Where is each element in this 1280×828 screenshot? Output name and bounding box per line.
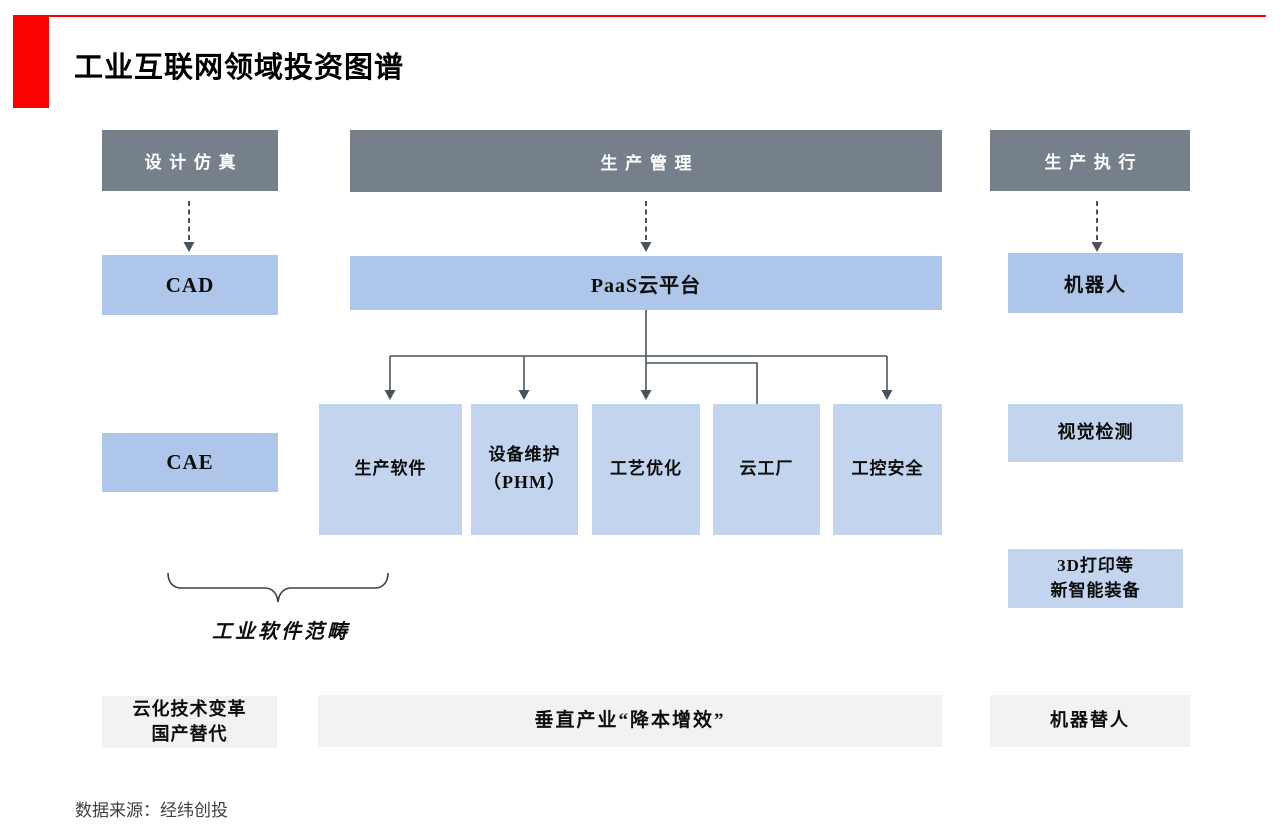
node-cloud-factory: 云工厂 <box>713 404 820 535</box>
arrowhead-icon <box>881 390 893 400</box>
node-visual-inspection: 视觉检测 <box>1008 404 1183 462</box>
theme-label-line2: 国产替代 <box>151 724 228 744</box>
header-production-management: 生产管理 <box>350 130 942 192</box>
node-process-optimization: 工艺优化 <box>592 404 700 535</box>
node-label: 设备维护 <box>488 445 561 465</box>
theme-cloud-tech-localization: 云化技术变革 国产替代 <box>102 696 277 748</box>
industrial-software-scope-label: 工业软件范畴 <box>212 621 350 643</box>
node-production-software: 生产软件 <box>319 404 462 535</box>
theme-label: 垂直产业“降本增效” <box>534 709 726 731</box>
data-source-note: 数据来源：经纬创投 <box>75 801 228 820</box>
arrowhead-icon <box>640 390 652 400</box>
node-label: 工艺优化 <box>610 459 682 479</box>
node-industrial-control-security: 工控安全 <box>833 404 942 535</box>
page-title: 工业互联网领域投资图谱 <box>74 52 405 84</box>
arrowhead-icon <box>183 242 195 252</box>
theme-label: 机器替人 <box>1050 710 1130 731</box>
node-paas-platform: PaaS云平台 <box>350 256 942 310</box>
arrowhead-icon <box>384 390 396 400</box>
theme-label: 云化技术变革 <box>132 698 247 719</box>
red-corner-mark <box>13 15 49 108</box>
theme-vertical-industry-efficiency: 垂直产业“降本增效” <box>318 695 942 747</box>
node-label: 3D打印等 <box>1057 555 1134 575</box>
arrowhead-icon <box>518 390 530 400</box>
header-design-simulation: 设计仿真 <box>102 130 278 191</box>
node-label: 云工厂 <box>739 459 794 479</box>
node-label: 生产软件 <box>354 459 427 479</box>
underbrace-icon <box>167 572 389 603</box>
red-top-rule <box>49 15 1266 17</box>
node-label-line2: （PHM） <box>483 471 566 492</box>
theme-machine-replacing-human: 机器替人 <box>990 695 1190 747</box>
header-production-execution: 生产执行 <box>990 130 1190 191</box>
branch-line-4 <box>646 362 758 408</box>
node-cae: CAE <box>102 433 278 492</box>
arrowhead-icon <box>640 242 652 252</box>
node-cad: CAD <box>102 255 278 315</box>
node-label-line2: 新智能装备 <box>1050 580 1141 600</box>
node-robot: 机器人 <box>1008 253 1183 313</box>
node-equipment-maintenance-phm: 设备维护 （PHM） <box>471 404 578 535</box>
node-3d-printing-smart-equipment: 3D打印等 新智能装备 <box>1008 549 1183 608</box>
node-label: 工控安全 <box>851 459 924 479</box>
arrowhead-icon <box>1091 242 1103 252</box>
